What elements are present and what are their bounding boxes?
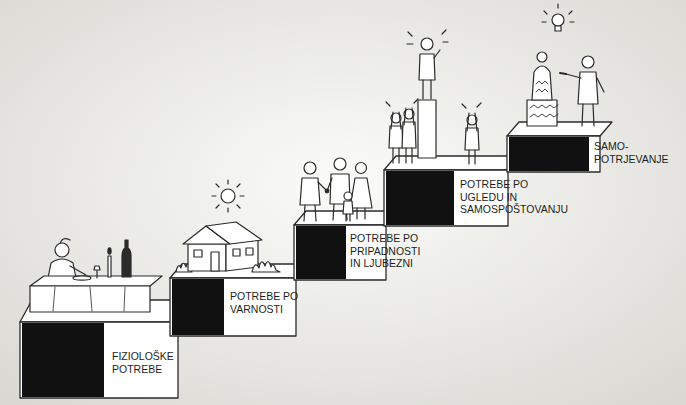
sculptor-scene <box>530 105 558 108</box>
family-scene <box>356 163 367 174</box>
applause-scene <box>386 30 481 164</box>
dinner-scene <box>94 266 100 278</box>
step-label: POTREBE PO UGLEDU IN SAMOSPOŠTOVANJU <box>460 178 572 216</box>
family-scene <box>346 214 350 221</box>
family-scene <box>334 158 346 170</box>
applause-scene <box>418 100 436 158</box>
house-scene <box>212 180 244 212</box>
family-scene <box>350 178 372 208</box>
sculptor-scene <box>582 56 594 68</box>
step-face <box>509 137 589 171</box>
applause-scene <box>402 122 416 148</box>
staircase <box>20 122 612 398</box>
dinner-scene <box>48 259 76 278</box>
step-face <box>509 137 589 171</box>
step-label: POTREBE PO PRIPADNOSTI IN LJUBEZNI <box>350 232 430 270</box>
dinner-scene <box>70 266 86 275</box>
applause-scene <box>407 30 448 44</box>
step-label: SAMO- POTRJEVANJE <box>594 140 674 165</box>
sculptor-scene <box>560 73 566 74</box>
family-scene <box>304 205 316 221</box>
applause-scene <box>434 50 440 58</box>
sculptor-scene <box>542 4 574 22</box>
applause-scene <box>386 99 418 106</box>
step-block: POTREBE PO VARNOSTI <box>172 279 224 335</box>
house-scene <box>221 189 235 203</box>
step-block: FIZIOLOŠKE POTREBE <box>22 323 104 397</box>
dinner-scene <box>30 286 150 312</box>
sculptor-scene <box>527 4 604 126</box>
sculptor-scene <box>555 26 561 31</box>
house-scene <box>233 249 240 256</box>
step-face <box>386 171 454 225</box>
step-block: POTREBE PO UGLEDU IN SAMOSPOŠTOVANJU <box>386 171 454 225</box>
dinner-scene <box>73 276 91 280</box>
family-scene <box>325 189 329 193</box>
applause-scene <box>462 103 481 108</box>
house-scene <box>194 250 202 257</box>
family-scene <box>357 208 365 219</box>
step-label: POTREBE PO VARNOSTI <box>230 290 306 315</box>
house-scene <box>188 244 226 271</box>
applause-scene <box>467 113 477 131</box>
sculptor-scene <box>582 104 594 126</box>
house-scene <box>176 180 280 272</box>
applause-scene <box>391 112 401 129</box>
applause-scene <box>421 38 433 50</box>
applause-scene <box>423 80 431 99</box>
sculptor-scene <box>532 66 552 100</box>
family-scene <box>304 162 316 174</box>
applause-scene <box>404 108 414 125</box>
dinner-scene <box>108 256 111 277</box>
applause-scene <box>393 148 399 163</box>
step-face <box>22 323 104 397</box>
sculptor-scene <box>566 74 604 92</box>
house-scene <box>252 262 280 272</box>
step-top <box>384 156 520 170</box>
step-face <box>296 226 346 279</box>
house-scene <box>211 252 219 271</box>
step-face <box>386 171 454 225</box>
family-scene <box>343 201 353 214</box>
step-label: FIZIOLOŠKE POTREBE <box>112 350 187 375</box>
step-block: SAMO- POTRJEVANJE <box>509 137 589 171</box>
step-face <box>22 323 104 397</box>
family-scene <box>300 178 320 205</box>
dinner-scene <box>30 239 162 312</box>
step-riser <box>507 136 600 172</box>
house-scene <box>246 248 253 255</box>
dinner-scene <box>108 248 111 254</box>
sculptor-scene <box>537 52 547 62</box>
step-face <box>296 226 346 279</box>
applause-scene <box>419 54 435 80</box>
house-scene <box>206 222 262 244</box>
sculptor-scene <box>527 100 557 126</box>
step-top <box>507 122 612 136</box>
applause-scene <box>469 150 475 164</box>
family-scene <box>344 192 352 200</box>
sculptor-scene <box>530 114 558 117</box>
dinner-scene <box>53 287 125 311</box>
dinner-scene <box>55 243 69 257</box>
family-scene <box>300 158 372 221</box>
step-face <box>172 279 224 335</box>
sculptor-scene <box>536 81 548 92</box>
house-scene <box>226 240 258 271</box>
sculptor-scene <box>578 72 598 104</box>
sculptor-scene <box>552 14 564 26</box>
dinner-scene <box>30 276 162 286</box>
dinner-scene <box>122 240 131 277</box>
step-block: POTREBE PO PRIPADNOSTI IN LJUBEZNI <box>296 226 346 279</box>
step-face <box>172 279 224 335</box>
applause-scene <box>406 148 412 163</box>
